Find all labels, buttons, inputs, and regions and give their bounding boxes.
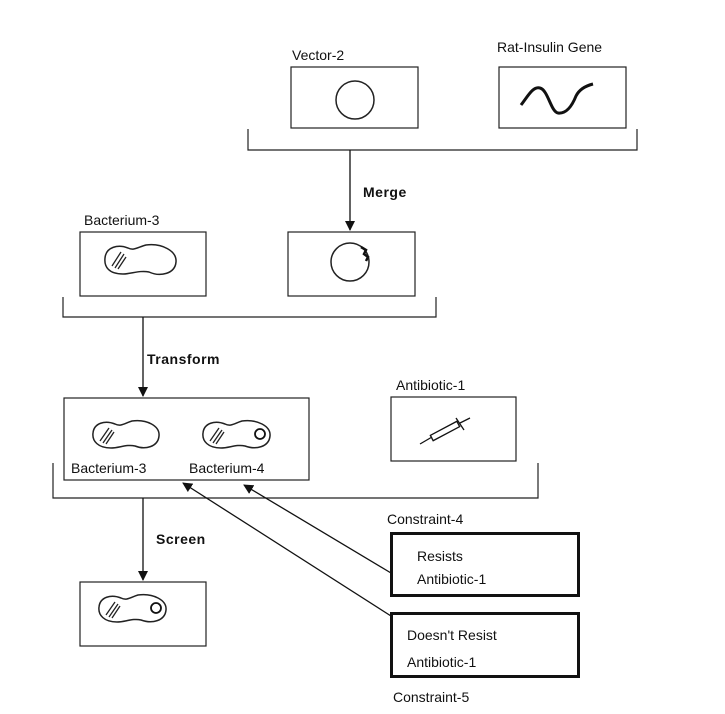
constraint5-name: Constraint-5: [393, 689, 470, 705]
syringe-icon: [419, 417, 471, 445]
constraint5-arrow: [182, 482, 392, 617]
constraint4-arrow: [243, 484, 392, 574]
screened-plasmid-icon: [150, 602, 162, 614]
gene-box: [498, 66, 627, 129]
transform-label: Transform: [147, 351, 220, 367]
transform-bracket: [62, 297, 437, 318]
constraint4-box: Resists Antibiotic-1: [390, 532, 580, 597]
constraint5-line2: Antibiotic-1: [407, 654, 477, 670]
constraint5-box: Doesn't Resist Antibiotic-1: [390, 612, 580, 678]
bacterium4-plasmid-icon: [254, 428, 266, 440]
plasmid-icon: [335, 80, 375, 120]
bacterium3-cell-icon: [92, 419, 160, 449]
merge-bracket: [247, 129, 638, 151]
rat-insulin-gene-label: Rat-Insulin Gene: [497, 39, 603, 55]
transformed-box: [63, 397, 310, 481]
constraint5-line1: Doesn't Resist: [407, 627, 497, 643]
screened-chromosome-icon: [105, 601, 121, 619]
bacterium3-box: [79, 231, 207, 297]
merge-label: Merge: [363, 184, 407, 200]
inserted-gene-icon: [360, 245, 370, 262]
bacterium4-cell-icon: [202, 419, 271, 449]
bacterium3-chromosome-icon: [99, 427, 115, 445]
bacterium3-top-label: Bacterium-3: [84, 212, 160, 228]
bacterium-cell-icon: [104, 243, 177, 275]
bacterium3-mid-label: Bacterium-3: [71, 460, 147, 476]
antibiotic-label: Antibiotic-1: [396, 377, 466, 393]
chromosome-icon: [111, 251, 127, 270]
constraint4-line1: Resists: [417, 548, 463, 564]
bacterium4-chromosome-icon: [209, 427, 225, 445]
constraint4-name: Constraint-4: [387, 511, 464, 527]
vector-label: Vector-2: [292, 47, 345, 63]
screen-bracket: [52, 463, 539, 499]
screen-label: Screen: [156, 531, 206, 547]
recombinant-box: [287, 231, 416, 297]
vector-box: [290, 66, 419, 129]
constraint4-line2: Antibiotic-1: [417, 571, 487, 587]
screened-box: [79, 581, 207, 647]
gene-strand-icon: [519, 82, 594, 115]
antibiotic-box: [390, 396, 517, 462]
screened-cell-icon: [98, 593, 167, 623]
recombinant-plasmid-icon: [330, 242, 370, 282]
bacterium4-mid-label: Bacterium-4: [189, 460, 265, 476]
